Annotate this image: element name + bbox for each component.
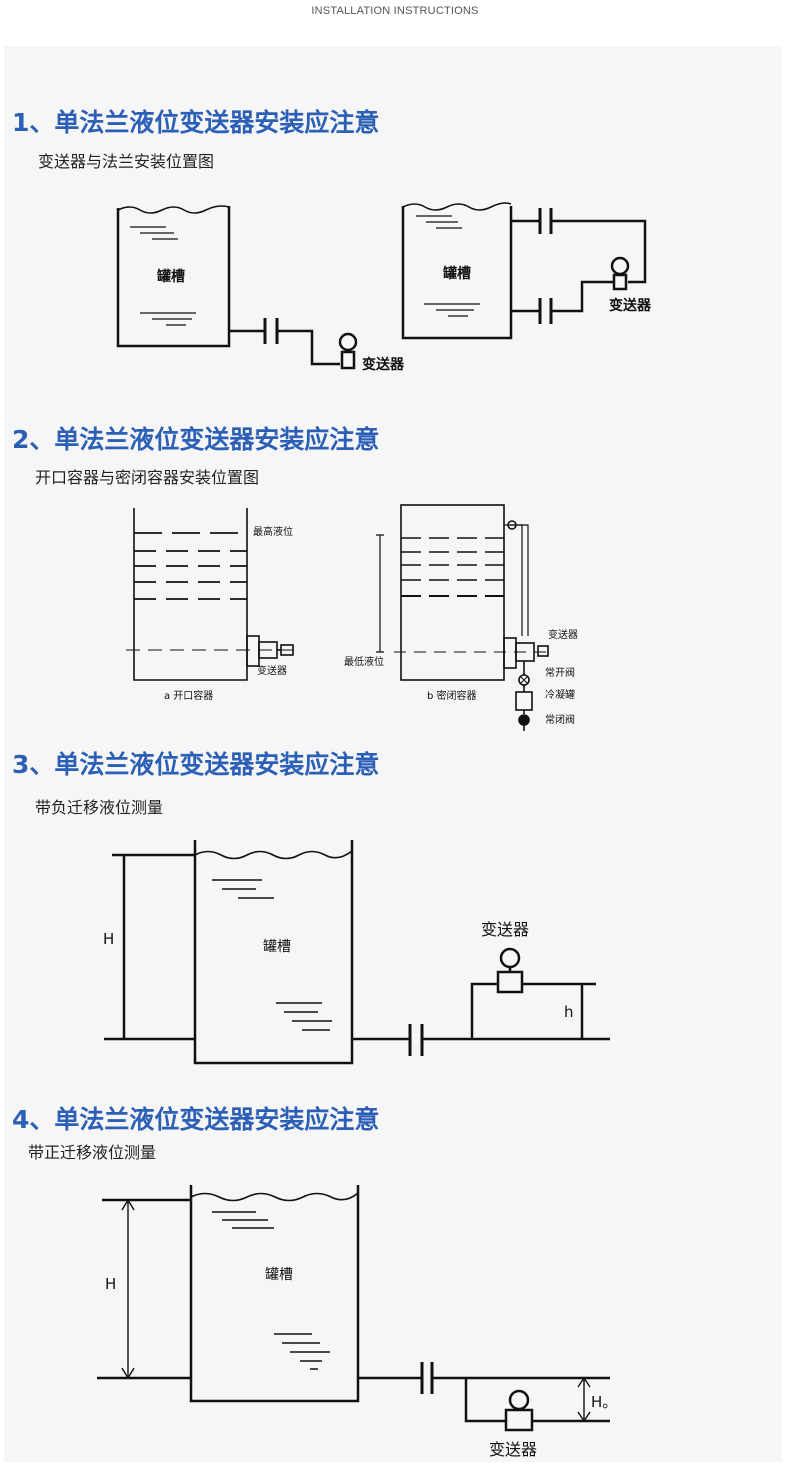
diagram-flange-position: 罐槽 变送器 罐槽 变送器 [116,202,652,373]
closed-vessel-caption: b 密闭容器 [427,689,477,702]
transmitter-b-label: 变送器 [609,297,652,314]
tank-label: 罐槽 [263,939,291,955]
condenser-label: 冷凝罐 [545,688,575,701]
open-vessel-transmitter-label: 变送器 [257,664,287,677]
tank-b-label: 罐槽 [442,265,471,282]
page-header-title: INSTALLATION INSTRUCTIONS [311,5,479,17]
normally-closed-valve-label: 常闭阀 [545,713,575,726]
transmitter-label: 变送器 [481,920,529,939]
section-2-title: 2、单法兰液位变送器安装应注意 [12,425,380,454]
offset-label-h: h [564,1003,574,1021]
open-vessel-caption: a 开口容器 [164,689,213,702]
top-bar: INSTALLATION INSTRUCTIONS [0,0,790,40]
section-4-title: 4、单法兰液位变送器安装应注意 [12,1105,380,1134]
min-level-label: 最低液位 [344,655,384,668]
content-panel [4,46,782,1462]
section-3-title: 3、单法兰液位变送器安装应注意 [12,750,380,779]
diagram-open-closed-vessel: 最高液位 变送器 a 开口容器 变送器 最低液位 常开阀 冷凝罐 常闭阀 b 密… [126,504,578,731]
diagram-negative-migration: H h 罐槽 变送器 [103,840,610,1065]
section-1-title: 1、单法兰液位变送器安装应注意 [12,108,380,137]
max-level-label: 最高液位 [253,525,293,538]
section-3-subtitle: 带负迁移液位测量 [35,798,164,817]
transmitter-a-label: 变送器 [362,356,405,373]
height-label-h: H [103,930,114,948]
tank-label: 罐槽 [265,1267,293,1283]
transmitter-label: 变送器 [489,1440,537,1459]
height-label-h: H [105,1275,116,1293]
closed-vessel-transmitter-label: 变送器 [548,628,578,641]
tank-a-label: 罐槽 [156,268,185,285]
section-2-subtitle: 开口容器与密闭容器安装位置图 [35,468,260,487]
normally-open-valve-label: 常开阀 [545,666,575,679]
section-4-subtitle: 带正迁移液位测量 [28,1143,157,1162]
section-1-subtitle: 变送器与法兰安装位置图 [38,152,215,171]
offset-label-h0: H。 [591,1393,617,1411]
